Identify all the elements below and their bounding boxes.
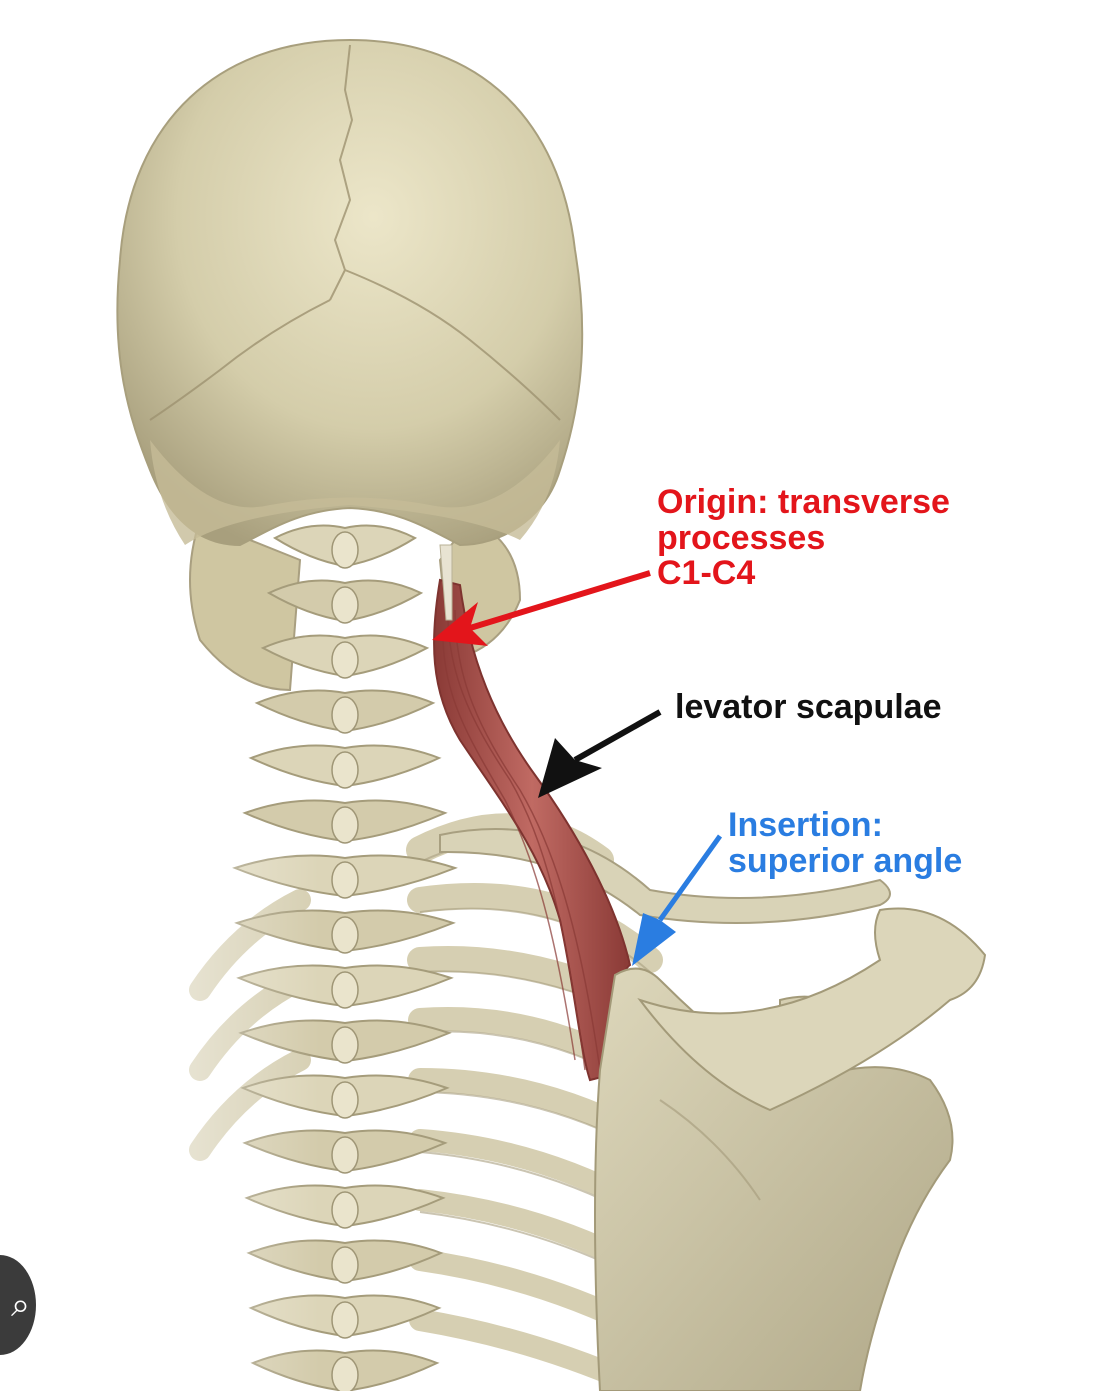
insertion-label-line: Insertion: [728, 806, 883, 844]
vertebral-column [232, 524, 458, 1391]
spinous-process [331, 1026, 359, 1064]
spinous-process [331, 531, 359, 569]
spinous-process [331, 1191, 359, 1229]
spinous-process [331, 1246, 359, 1284]
spinous-process [331, 1081, 359, 1119]
insertion-label: Insertion: superior angle [728, 806, 963, 880]
spinous-process [331, 751, 359, 789]
origin-label-line: processes [657, 518, 826, 557]
mandible-left [189, 518, 302, 692]
rib [407, 883, 663, 973]
muscle-label: levator scapulae [675, 688, 942, 726]
origin-arrow [432, 570, 651, 646]
spinous-process [331, 696, 359, 734]
origin-label-line: C1-C4 [657, 554, 756, 593]
muscle-label-line: levator scapulae [675, 688, 942, 726]
skull [116, 38, 584, 547]
skull-sutures [149, 44, 561, 421]
scapular-spine [637, 907, 987, 1112]
spinous-process [331, 861, 359, 899]
spinous-process [331, 586, 359, 624]
spinous-process [331, 916, 359, 954]
spinous-process [331, 806, 359, 844]
origin-label: Origin: transverse processes C1-C4 [657, 483, 950, 593]
insertion-arrow [632, 834, 723, 966]
spinous-process [331, 1301, 359, 1339]
spinous-process [331, 1356, 359, 1391]
spinous-process [331, 971, 359, 1009]
insertion-label-line: superior angle [728, 841, 963, 880]
skull-base [150, 440, 560, 545]
spinous-process [331, 1136, 359, 1174]
muscle-arrow [538, 709, 662, 798]
origin-label-line: Origin: transverse [657, 483, 950, 521]
spinous-process [331, 641, 359, 679]
